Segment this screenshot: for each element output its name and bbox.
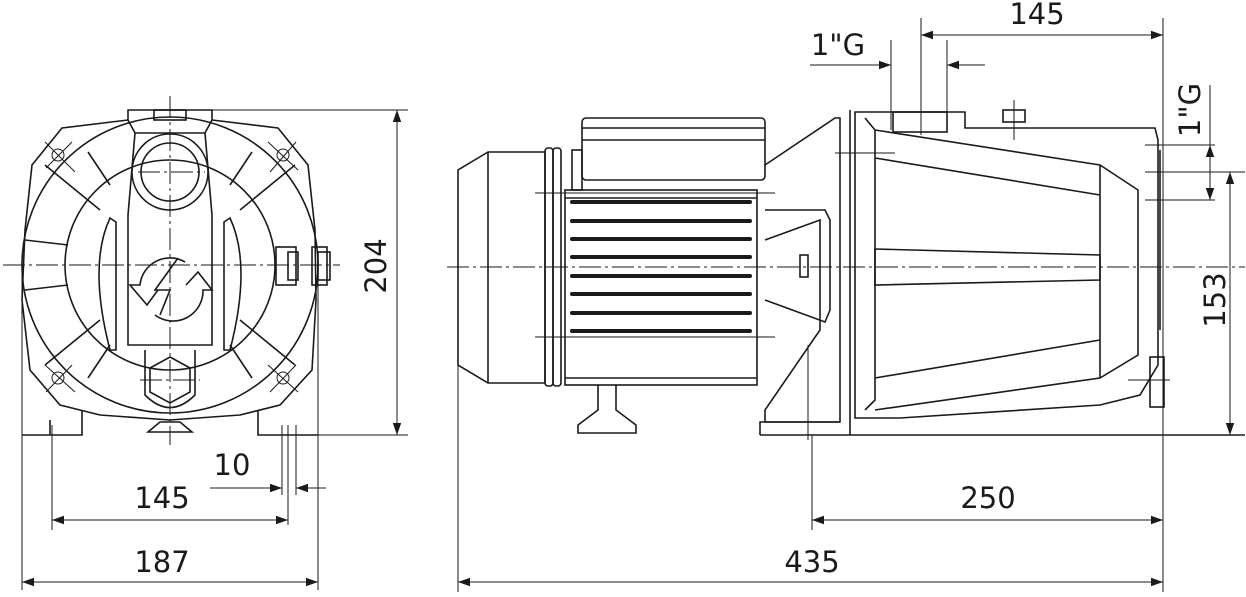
dim-base-length-250: 250 [960,481,1015,515]
dim-total-length-435: 435 [784,545,839,579]
side-dimensions: 145 1"G 1"G 153 250 435 [457,0,1245,592]
rotation-direction-icon [128,257,214,322]
dim-height-204: 204 [359,238,393,293]
dim-foot-width-10: 10 [214,448,251,482]
dim-front-connection-1g: 1"G [1173,83,1207,137]
dim-top-offset-145: 145 [1009,0,1064,31]
motor-cooling-fins [570,200,752,333]
dim-top-connection-1g: 1"G [811,28,865,62]
dim-axis-height-153: 153 [1198,272,1232,327]
dim-total-width-187: 187 [134,545,189,579]
front-view [3,96,340,445]
dim-foot-spacing-145: 145 [134,481,189,515]
front-dimensions: 204 10 145 187 [21,109,408,590]
side-view [447,100,1245,440]
